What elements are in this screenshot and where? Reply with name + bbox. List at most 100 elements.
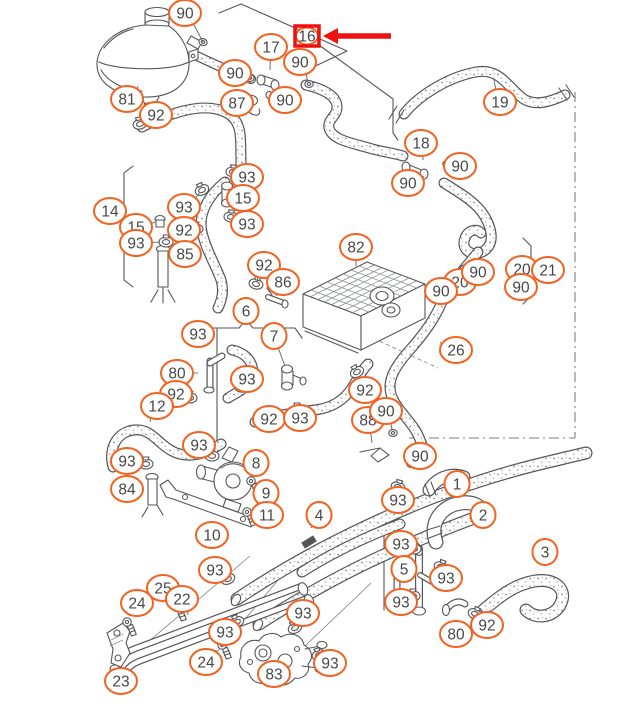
callout-number: 93 [437, 571, 454, 588]
callout-92-41[interactable]: 92 [348, 376, 382, 404]
stand-tube-84 [141, 472, 164, 518]
callout-82-24[interactable]: 82 [339, 233, 373, 261]
callout-90-43[interactable]: 90 [369, 397, 403, 425]
callout-92-39[interactable]: 92 [252, 405, 286, 433]
callout-number: 90 [469, 265, 487, 282]
callout-3-60[interactable]: 3 [531, 538, 559, 566]
callout-90-12[interactable]: 90 [391, 169, 425, 197]
hose-4a [231, 447, 592, 605]
callout-number: 81 [118, 92, 135, 109]
t-fitting-7 [280, 364, 307, 391]
callout-90-8[interactable]: 90 [283, 48, 317, 76]
callout-93-13[interactable]: 93 [230, 163, 264, 191]
callout-24-66[interactable]: 24 [120, 589, 154, 617]
callout-83-72[interactable]: 83 [257, 660, 291, 688]
callout-93-44[interactable]: 93 [182, 431, 216, 459]
callout-14-17[interactable]: 14 [93, 197, 127, 225]
callout-number: 93 [216, 625, 233, 642]
callout-93-26[interactable]: 93 [181, 320, 215, 348]
callout-number: 18 [412, 136, 429, 153]
callout-93-16[interactable]: 93 [167, 193, 201, 221]
callout-90-6[interactable]: 90 [268, 86, 302, 114]
heat-exchanger-82 [302, 261, 426, 354]
callout-number: 93 [291, 411, 308, 428]
callout-93-19[interactable]: 93 [119, 229, 153, 257]
callout-90-30[interactable]: 90 [461, 258, 495, 286]
callout-number: 92 [175, 223, 192, 240]
callout-7-27[interactable]: 7 [260, 322, 288, 350]
callout-number: 90 [276, 93, 294, 110]
callout-18-10[interactable]: 18 [404, 129, 438, 157]
callout-23-69[interactable]: 23 [104, 667, 138, 695]
callout-number: 11 [259, 508, 275, 525]
hose-18-loop [439, 178, 496, 258]
callout-19-9[interactable]: 19 [483, 88, 517, 116]
callout-86-23[interactable]: 86 [266, 268, 300, 296]
callout-24-68[interactable]: 24 [189, 648, 223, 676]
callout-93-15[interactable]: 93 [230, 210, 264, 238]
callout-number: 85 [176, 247, 193, 264]
callout-6-25[interactable]: 6 [232, 297, 260, 325]
callout-92-20[interactable]: 92 [167, 216, 201, 244]
callout-number: 93 [321, 656, 338, 673]
callout-93-70[interactable]: 93 [286, 599, 320, 627]
callout-93-67[interactable]: 93 [208, 618, 242, 646]
callout-17-3[interactable]: 17 [254, 33, 288, 61]
section-boundary-dashdot [409, 92, 576, 439]
callout-number: 86 [274, 275, 291, 292]
callout-12-38[interactable]: 12 [140, 392, 174, 420]
callout-90-4[interactable]: 90 [218, 59, 252, 87]
callout-80-62[interactable]: 80 [439, 620, 473, 648]
callout-number: 80 [447, 627, 465, 644]
callout-90-29[interactable]: 90 [424, 277, 458, 305]
callout-26-34[interactable]: 26 [439, 336, 473, 364]
callout-16-7[interactable]: 16 [295, 26, 319, 46]
callout-number: 87 [228, 96, 245, 113]
callout-85-21[interactable]: 85 [168, 240, 202, 268]
callout-93-56[interactable]: 93 [384, 530, 418, 558]
callout-87-5[interactable]: 87 [220, 89, 254, 117]
callout-93-71[interactable]: 93 [313, 649, 347, 677]
callout-number: 93 [294, 606, 311, 623]
callout-number: 83 [265, 667, 282, 684]
callout-number: 93 [118, 454, 135, 471]
callout-number: 92 [260, 412, 277, 429]
connector-80a [203, 352, 226, 394]
callout-93-45[interactable]: 93 [110, 447, 144, 475]
callout-number: 21 [539, 263, 556, 280]
callout-8-46[interactable]: 8 [242, 449, 270, 477]
callout-93-59[interactable]: 93 [384, 588, 418, 616]
callout-84-47[interactable]: 84 [110, 475, 144, 503]
callout-90-33[interactable]: 90 [504, 273, 538, 301]
callout-81-1[interactable]: 81 [110, 85, 144, 113]
callout-number: 14 [101, 204, 119, 221]
callout-93-40[interactable]: 93 [283, 404, 317, 432]
callout-93-36[interactable]: 93 [230, 365, 264, 393]
aux-water-pump-8 [195, 446, 253, 513]
callout-4-51[interactable]: 4 [305, 501, 333, 529]
stand-tube-85 [150, 244, 176, 304]
callout-22-65[interactable]: 22 [165, 585, 199, 613]
callout-10-50[interactable]: 10 [195, 521, 229, 549]
callout-number: 15 [234, 191, 251, 208]
callout-92-2[interactable]: 92 [139, 101, 173, 129]
callout-1-53[interactable]: 1 [443, 470, 471, 498]
callout-15-14[interactable]: 15 [226, 184, 260, 212]
callout-93-58[interactable]: 93 [429, 564, 463, 592]
callout-90-0[interactable]: 90 [168, 0, 202, 27]
callout-90-52[interactable]: 90 [403, 442, 437, 470]
callout-90-11[interactable]: 90 [443, 152, 477, 180]
callout-2-55[interactable]: 2 [469, 501, 497, 529]
callout-93-54[interactable]: 93 [381, 486, 415, 514]
connector-86 [265, 287, 289, 309]
callout-93-63[interactable]: 93 [198, 556, 232, 584]
callout-21-32[interactable]: 21 [531, 256, 565, 284]
callout-11-49[interactable]: 11 [250, 501, 284, 529]
callout-9-48[interactable]: 9 [252, 479, 280, 507]
callout-number: 90 [432, 284, 450, 301]
callout-number: 92 [255, 258, 272, 275]
callout-number: 2 [479, 508, 488, 525]
callout-5-57[interactable]: 5 [390, 555, 418, 583]
callout-92-61[interactable]: 92 [470, 611, 504, 639]
callout-number: 90 [377, 404, 395, 421]
